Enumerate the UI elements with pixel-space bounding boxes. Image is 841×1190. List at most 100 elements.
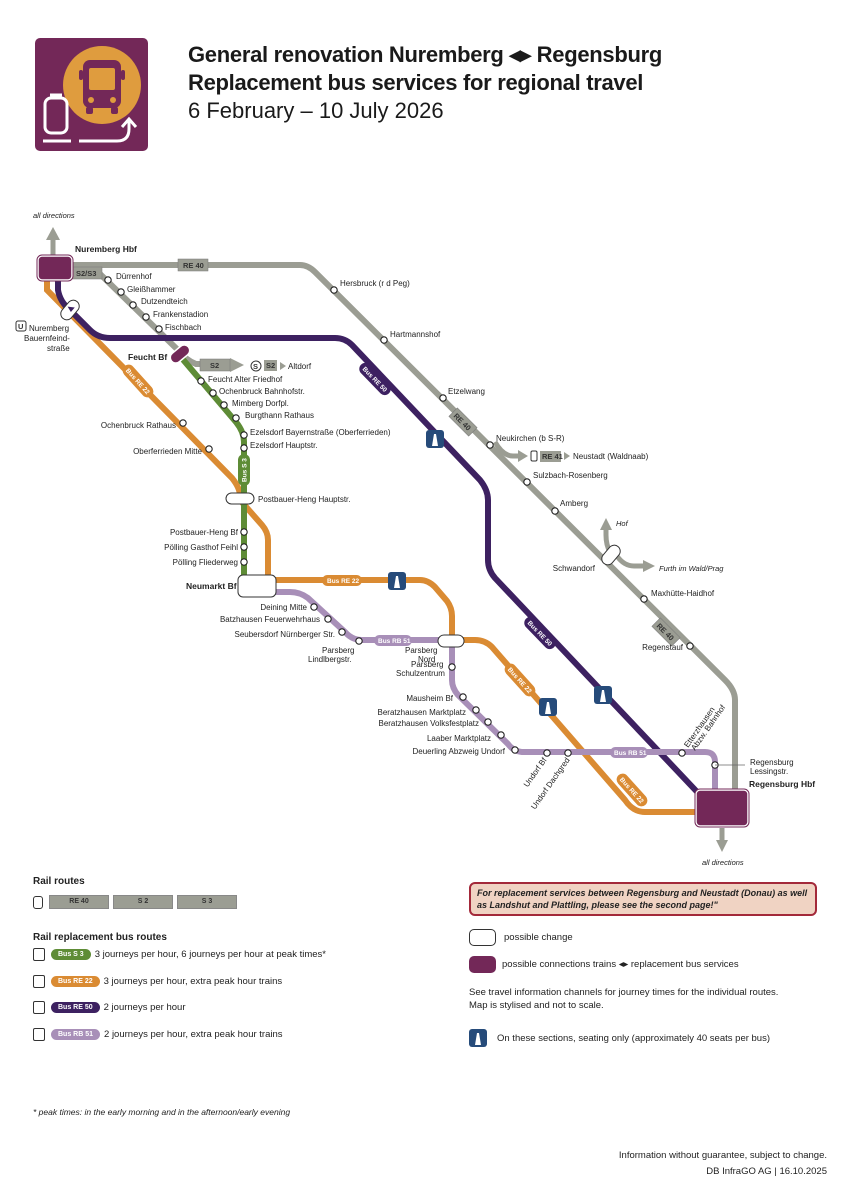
station-dot[interactable] (486, 441, 494, 449)
s-bahn-s2-connection: S S2 Altdorf (250, 360, 312, 372)
station-dot[interactable] (640, 595, 648, 603)
station-label: Mausheim Bf (406, 694, 453, 703)
station-dot[interactable] (240, 558, 248, 566)
station-label: Regenstauf (642, 643, 684, 652)
station-dot[interactable] (448, 663, 456, 671)
station-label: Postbauer-Heng Bf (170, 528, 239, 537)
station-dot[interactable] (497, 731, 505, 739)
station-dot[interactable] (155, 325, 163, 333)
station-dot[interactable] (330, 286, 338, 294)
svg-text:Neustadt (Waldnaab): Neustadt (Waldnaab) (573, 452, 649, 461)
station-dot[interactable] (240, 444, 248, 452)
svg-text:RE 40: RE 40 (183, 261, 204, 270)
station-dot[interactable] (543, 749, 551, 757)
hof-arrow-icon (600, 518, 612, 530)
legend-possible-connections-text: possible connections trains ◂▸ replaceme… (502, 959, 739, 970)
station-dot[interactable] (324, 615, 332, 623)
s2-arrow-icon (230, 358, 244, 372)
label-parsberg-nord-1: Parsberg (405, 646, 437, 655)
station-dot[interactable] (117, 288, 125, 296)
station-dot[interactable] (523, 478, 531, 486)
label-feucht-bf: Feucht Bf (128, 352, 167, 362)
station-dot[interactable] (205, 445, 213, 453)
station-dot[interactable] (209, 389, 217, 397)
station-dot[interactable] (197, 377, 205, 385)
station-dot[interactable] (439, 394, 447, 402)
label-parsberg-schul-1: Parsberg (411, 660, 443, 669)
svg-text:Bus S 3: Bus S 3 (242, 458, 249, 482)
station-label: Burgthann Rathaus (245, 411, 314, 420)
bus-icon (33, 1028, 45, 1041)
route-map: all directions all directions RE 40 S2/S… (15, 211, 815, 867)
hub-nuremberg-hbf[interactable] (37, 255, 73, 281)
station-dot[interactable] (551, 507, 559, 515)
route-tag-re22-a: Bus RE 22 (122, 364, 154, 398)
station-dot[interactable] (380, 336, 388, 344)
station-dot[interactable] (240, 543, 248, 551)
route-tag-s2: S2 (199, 358, 231, 372)
station-dot[interactable] (355, 637, 363, 645)
station-dot[interactable] (310, 603, 318, 611)
station-label: Laaber Marktplatz (427, 734, 491, 743)
route-tag-re40-mid: RE 40 (448, 407, 478, 437)
label-bauernfeind-2: Bauernfeind- (24, 334, 70, 343)
rail-branch-furth (614, 554, 645, 569)
date-range: 6 February – 10 July 2026 (188, 98, 444, 123)
svg-text:S2: S2 (210, 361, 219, 370)
label-parsberg-lindl-1: Parsberg (322, 646, 354, 655)
station-dot[interactable] (678, 749, 686, 757)
legend-pill-re50: Bus RE 50 (51, 1002, 100, 1013)
station-label: Hersbruck (r d Peg) (340, 279, 410, 288)
station-dot[interactable] (142, 313, 150, 321)
change-symbol (469, 929, 496, 946)
legend-text-rb51: 2 journeys per hour, extra peak hour tra… (104, 1029, 283, 1040)
legend-seating-only-text: On these sections, seating only (approxi… (497, 1032, 771, 1044)
station-dot[interactable] (104, 276, 112, 284)
station-dot[interactable] (338, 628, 346, 636)
page-title-line2: Replacement bus services for regional tr… (188, 70, 644, 95)
station-dot[interactable] (459, 693, 467, 701)
motorway-icon (539, 698, 557, 716)
train-icon (33, 895, 43, 909)
change-point-postbauer-heng[interactable] (225, 492, 255, 505)
furth-arrow-icon (643, 560, 655, 572)
legend-seating-only: On these sections, seating only (approxi… (469, 1029, 770, 1047)
station-label: Ezelsdorf Bayernstraße (Oberferrieden) (250, 428, 391, 437)
route-tag-re22-c: Bus RE 22 (504, 663, 536, 697)
station-label: Deining Mitte (260, 603, 307, 612)
change-point-parsberg-nord[interactable] (437, 634, 465, 648)
hub-feucht-bf[interactable] (168, 343, 192, 366)
station-dot[interactable] (686, 642, 694, 650)
station-label: Neukirchen (b S-R) (496, 434, 565, 443)
station-label: Seubersdorf Nürnberger Str. (235, 630, 336, 639)
furth-label: Furth im Wald/Prag (659, 564, 724, 573)
station-dot[interactable] (240, 431, 248, 439)
station-dot[interactable] (232, 414, 240, 422)
train-icon (530, 450, 538, 462)
station-dot[interactable] (240, 528, 248, 536)
legend-bus-rb51: Bus RB 51 2 journeys per hour, extra pea… (33, 1028, 283, 1041)
change-point-schwandorf[interactable] (599, 543, 622, 568)
hub-regensburg-hbf[interactable] (695, 789, 749, 827)
station-dot[interactable] (484, 718, 492, 726)
svg-text:Bus RB 51: Bus RB 51 (614, 750, 647, 757)
station-label: Pölling Fliederweg (173, 558, 238, 567)
station-dot[interactable] (220, 401, 228, 409)
label-parsberg-nord-2: Nord (418, 655, 435, 664)
station-dot[interactable] (179, 419, 187, 427)
legend-pill-rb51: Bus RB 51 (51, 1029, 101, 1040)
stations: DürrenhofGleißhammerDutzendteichFrankens… (101, 272, 719, 811)
hub-neumarkt-bf[interactable] (237, 574, 277, 598)
station-dot[interactable] (564, 749, 572, 757)
u-bahn-icon: U (15, 320, 27, 332)
station-label: Hartmannshof (390, 330, 441, 339)
station-dot[interactable] (511, 746, 519, 754)
replacement-bus-logo (35, 38, 148, 151)
station-label: Dutzendteich (141, 297, 188, 306)
station-dot[interactable] (129, 301, 137, 309)
change-point-bauernfeind[interactable] (58, 298, 81, 323)
route-tag-re50-b: Bus RE 50 (524, 616, 556, 650)
station-dot[interactable] (472, 706, 480, 714)
svg-text:Bus RE 22: Bus RE 22 (327, 578, 360, 585)
legend-rail-s2: S 2 (113, 895, 173, 909)
